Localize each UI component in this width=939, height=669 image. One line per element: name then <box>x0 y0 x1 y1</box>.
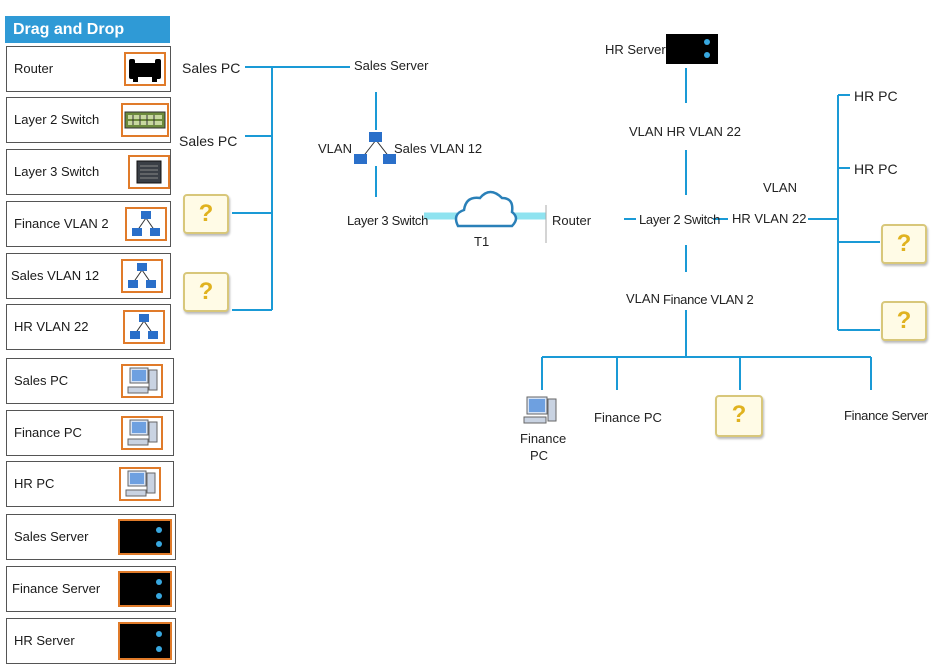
finance-vlan-label: Finance VLAN 2 <box>663 292 754 307</box>
pc-icon <box>523 396 557 424</box>
router-icon <box>124 52 166 86</box>
vlan-sales-prefix: VLAN <box>318 141 352 156</box>
drag-item-finance-vlan[interactable]: Finance VLAN 2 <box>6 201 171 247</box>
drag-item-label: Layer 3 Switch <box>14 164 100 179</box>
drag-item-label: Sales PC <box>14 373 69 388</box>
drop-target-hr-1[interactable]: ? <box>881 224 927 264</box>
layer2-switch-label: Layer 2 Switch <box>639 212 721 227</box>
drag-item-label: HR PC <box>14 476 55 491</box>
drag-item-layer2-switch[interactable]: Layer 2 Switch <box>6 97 171 143</box>
drag-item-sales-vlan[interactable]: Sales VLAN 12 <box>6 253 171 299</box>
drop-target-hr-2[interactable]: ? <box>881 301 927 341</box>
finance-pc-label: Finance PC <box>594 410 662 425</box>
server-icon <box>118 622 172 660</box>
drop-target-sales-2[interactable]: ? <box>183 272 229 312</box>
t1-label: T1 <box>474 234 490 249</box>
layer2-switch-icon <box>121 103 169 137</box>
vlan-hr-top-label: VLAN HR VLAN 22 <box>629 124 741 139</box>
hr-vlan-label: HR VLAN 22 <box>732 211 807 226</box>
drag-item-label: Finance VLAN 2 <box>14 216 109 231</box>
hr-server-icon <box>666 34 718 64</box>
drop-target-sales-1[interactable]: ? <box>183 194 229 234</box>
drag-item-finance-server[interactable]: Finance Server <box>6 566 176 612</box>
drag-item-sales-pc[interactable]: Sales PC <box>6 358 174 404</box>
pc-icon <box>121 364 163 398</box>
drag-item-label: HR VLAN 22 <box>14 319 89 334</box>
layer3-switch-label: Layer 3 Switch <box>347 213 429 228</box>
drag-item-label: Sales VLAN 12 <box>11 268 100 283</box>
vlan-network-icon <box>354 132 396 164</box>
cloud-icon <box>454 190 518 228</box>
drag-item-layer3-switch[interactable]: Layer 3 Switch <box>6 149 171 195</box>
drag-item-router[interactable]: Router <box>6 46 171 92</box>
layer3-switch-icon <box>128 155 170 189</box>
finance-pc-icon-label-2: PC <box>530 448 549 463</box>
sales-pc-label-2: Sales PC <box>179 133 238 149</box>
drag-item-hr-vlan[interactable]: HR VLAN 22 <box>6 304 171 350</box>
vlan-hr-prefix: VLAN <box>763 180 797 195</box>
hr-pc-label-1: HR PC <box>854 88 898 104</box>
drag-item-sales-server[interactable]: Sales Server <box>6 514 176 560</box>
server-icon <box>118 519 172 555</box>
drag-item-finance-pc[interactable]: Finance PC <box>6 410 174 456</box>
drag-item-label: Router <box>14 61 54 76</box>
sales-pc-label-1: Sales PC <box>182 60 241 76</box>
hr-server-label: HR Server <box>605 42 666 57</box>
drag-item-hr-server[interactable]: HR Server <box>6 618 176 664</box>
drag-item-label: Finance Server <box>12 581 101 596</box>
hr-pc-label-2: HR PC <box>854 161 898 177</box>
drop-target-finance[interactable]: ? <box>715 395 763 437</box>
finance-pc-icon-label-1: Finance <box>520 431 567 446</box>
vlan-network-icon <box>125 207 167 241</box>
vlan-finance-prefix: VLAN <box>626 291 660 306</box>
pc-icon <box>121 416 163 450</box>
sales-vlan-label: Sales VLAN 12 <box>394 141 483 156</box>
drag-item-label: Sales Server <box>14 529 89 544</box>
server-icon <box>118 571 172 607</box>
pc-icon <box>119 467 161 501</box>
drag-item-hr-pc[interactable]: HR PC <box>6 461 174 507</box>
vlan-network-icon <box>123 310 165 344</box>
finance-server-label: Finance Server <box>844 408 928 423</box>
drag-item-label: HR Server <box>14 633 75 648</box>
vlan-network-icon <box>121 259 163 293</box>
drag-item-label: Layer 2 Switch <box>14 112 100 127</box>
drag-item-label: Finance PC <box>14 425 82 440</box>
sales-server-label: Sales Server <box>354 58 429 73</box>
router-label: Router <box>552 213 592 228</box>
panel-title: Drag and Drop <box>5 16 170 43</box>
